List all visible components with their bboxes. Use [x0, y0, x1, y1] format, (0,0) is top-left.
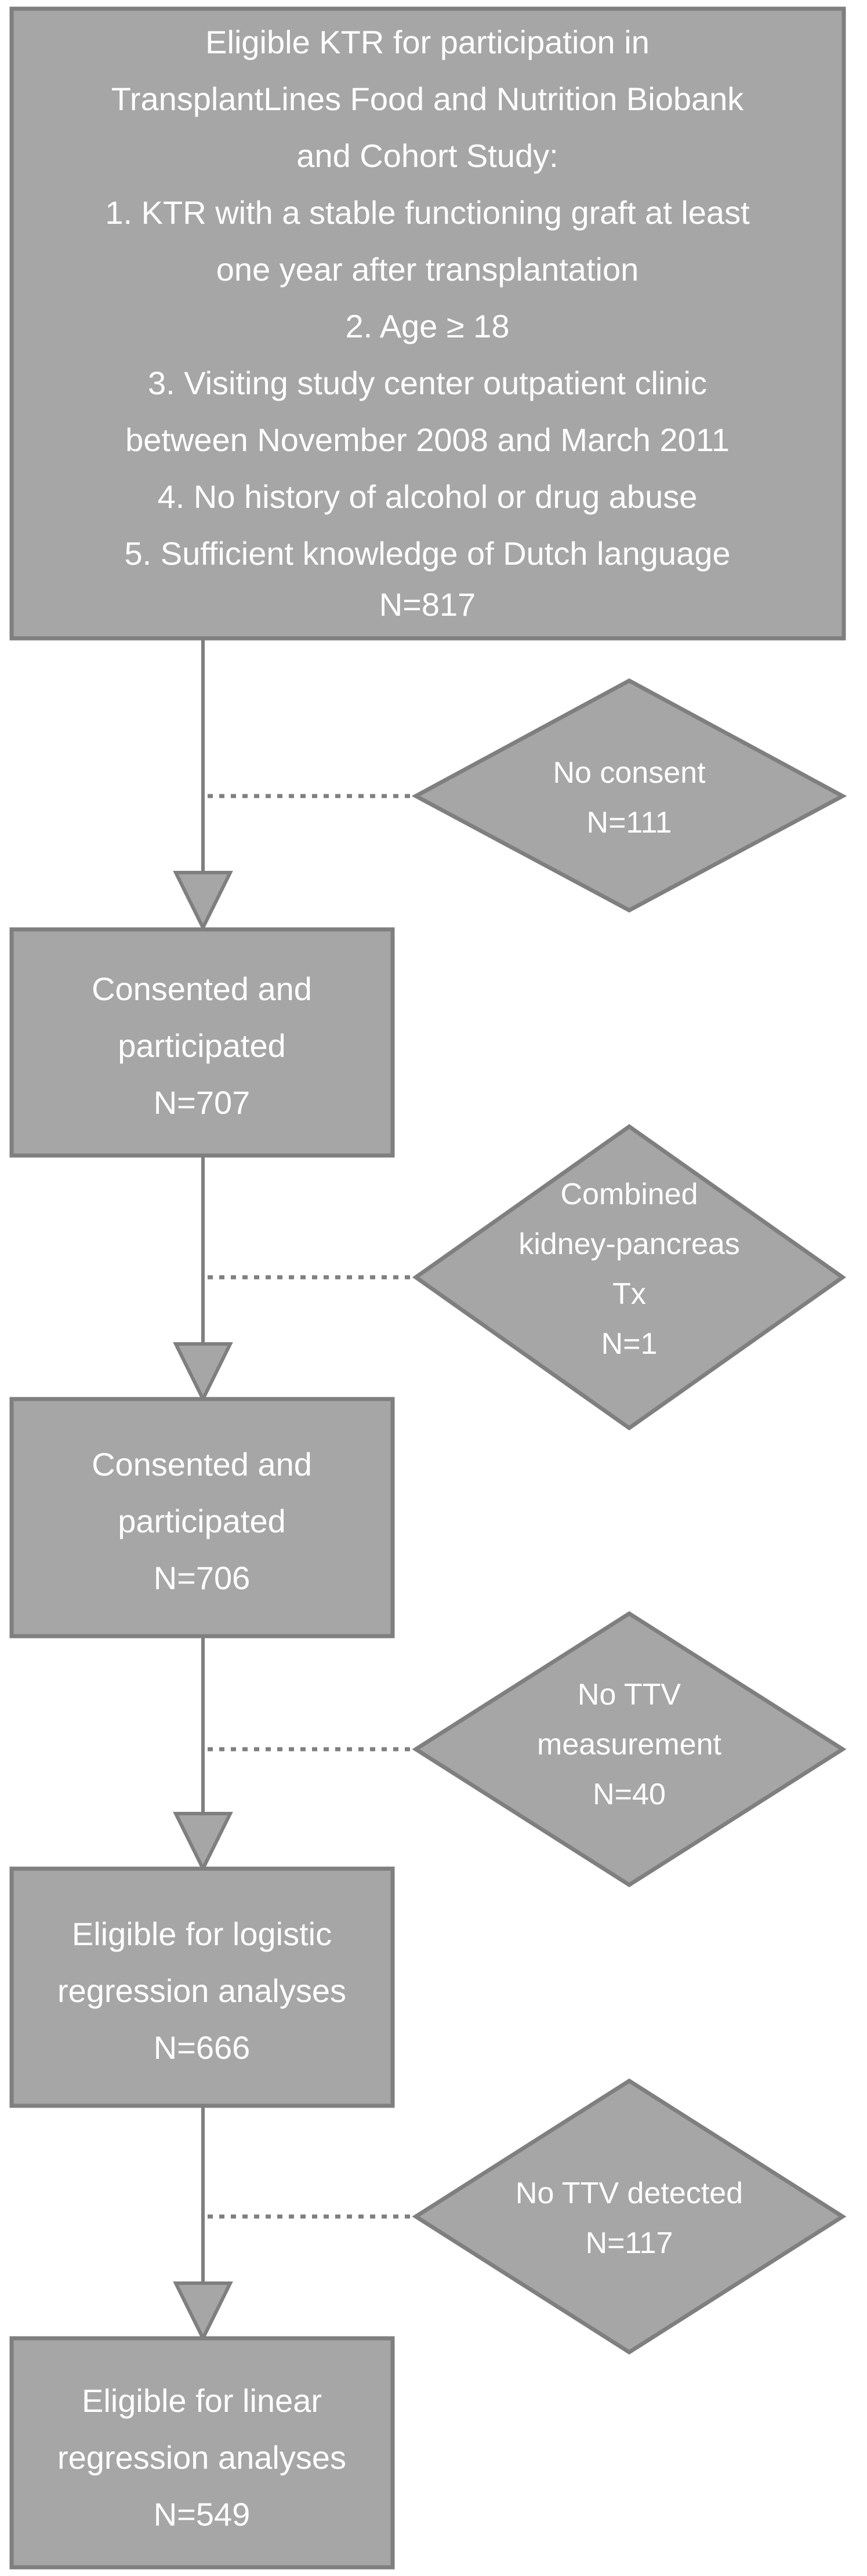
eligibility-count: N=817 [379, 586, 476, 623]
exclusion-3-count: N=40 [593, 1778, 666, 1811]
eligibility-line-3: and Cohort Study: [296, 137, 558, 174]
exclusion-1-count: N=111 [587, 806, 672, 840]
stage-1-line-2: participated [118, 1027, 286, 1064]
exclusion-diamond-4 [412, 2078, 847, 2355]
eligibility-line-2: TransplantLines Food and Nutrition Bioba… [111, 81, 745, 117]
stage-box-4 [9, 2336, 395, 2570]
stage-3-line-2: regression analyses [57, 1972, 346, 2009]
stage-3-line-1: Eligible for logistic [72, 1916, 332, 1952]
exclusion-3-line-2: measurement [537, 1728, 721, 1761]
stage-2-count: N=706 [154, 1560, 251, 1596]
stage-3-count: N=666 [154, 2029, 251, 2066]
arrow-head-3 [173, 1812, 233, 1873]
exclusion-1-label: No consent [553, 756, 706, 790]
stage-1-line-1: Consented and [92, 971, 312, 1007]
exclusion-diamond-1 [411, 678, 847, 913]
exclusion-4-count: N=117 [586, 2226, 673, 2260]
arrow-head-1 [173, 871, 233, 932]
stage-2-line-2: participated [118, 1503, 286, 1539]
arrow-head-4 [173, 2281, 233, 2342]
exclusion-2-count: N=1 [601, 1327, 658, 1361]
eligibility-line-10: 5. Sufficient knowledge of Dutch languag… [124, 535, 730, 572]
stage-4-line-2: regression analyses [57, 2439, 346, 2476]
eligibility-line-7: 3. Visiting study center outpatient clin… [148, 365, 707, 401]
arrow-head-2 [173, 1342, 233, 1403]
eligibility-line-1: Eligible KTR for participation in [205, 24, 650, 60]
eligibility-line-9: 4. No history of alcohol or drug abuse [158, 478, 698, 515]
stage-2-line-1: Consented and [92, 1446, 312, 1483]
exclusion-2-line-1: Combined [560, 1178, 698, 1211]
eligibility-box [9, 6, 846, 641]
exclusion-diamond-2 [412, 1124, 847, 1431]
stage-box-1 [9, 927, 395, 1158]
eligibility-line-6: 2. Age ≥ 18 [346, 308, 510, 344]
exclusion-2-line-2: kidney-pancreas [518, 1227, 740, 1261]
eligibility-line-4: 1. KTR with a stable functioning graft a… [105, 194, 750, 231]
exclusion-2-line-3: Tx [612, 1277, 646, 1311]
exclusion-3-line-1: No TTV [578, 1678, 681, 1712]
eligibility-line-8: between November 2008 and March 2011 [125, 422, 730, 458]
stage-1-count: N=707 [154, 1084, 251, 1121]
exclusion-4-label: No TTV detected [516, 2177, 743, 2210]
stage-box-3 [9, 1866, 395, 2108]
stage-4-line-1: Eligible for linear [82, 2382, 322, 2419]
exclusion-diamond-3 [412, 1611, 847, 1888]
stage-4-count: N=549 [154, 2496, 251, 2533]
eligibility-line-5: one year after transplantation [216, 251, 639, 288]
